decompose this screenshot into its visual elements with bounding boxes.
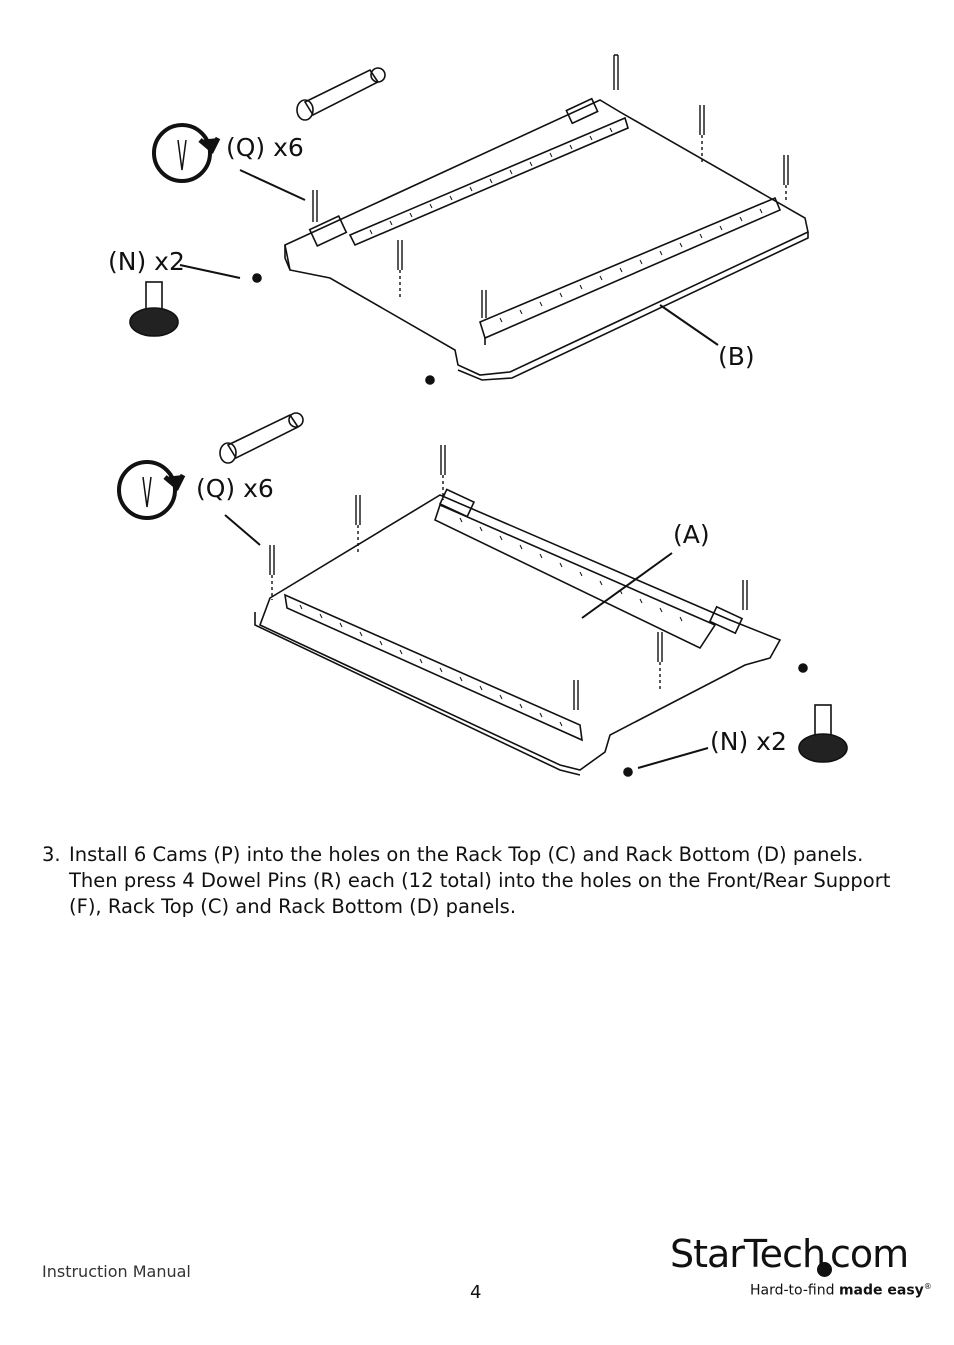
- rotation-icon-top: [152, 123, 221, 183]
- tagline-mark: ®: [923, 1282, 932, 1291]
- panel-a-label: (A): [673, 520, 710, 549]
- cam-count-label-bottom: (Q) x6: [196, 474, 274, 503]
- rotation-icon-bottom: [117, 460, 186, 520]
- panel-b-drawing: [129, 54, 809, 385]
- foot-count-label-bottom: (N) x2: [710, 727, 787, 756]
- instruction-step: 3. Install 6 Cams (P) into the holes on …: [42, 842, 922, 920]
- panel-b-label: (B): [718, 342, 755, 371]
- step-text: Install 6 Cams (P) into the holes on the…: [69, 842, 922, 920]
- step-line: (F), Rack Top (C) and Rack Bottom (D) pa…: [69, 895, 517, 918]
- foot-count-label-top: (N) x2: [108, 247, 185, 276]
- leveling-foot-top: [129, 281, 179, 337]
- step-number: 3.: [42, 843, 61, 866]
- step-line: Install 6 Cams (P) into the holes on the…: [69, 843, 864, 866]
- logo-dot: [817, 1262, 832, 1277]
- startech-logo: StarTech com Hard-to-find made easy®: [670, 1232, 932, 1302]
- tagline-bold: made easy: [838, 1282, 924, 1299]
- page-number: 4: [470, 1282, 482, 1303]
- step-line: Then press 4 Dowel Pins (R) each (12 tot…: [69, 869, 891, 892]
- doc-type-label: Instruction Manual: [42, 1262, 191, 1281]
- logo-wordmark: StarTech: [670, 1232, 826, 1276]
- tagline-regular: Hard-to-find: [750, 1282, 839, 1299]
- cam-count-label-top: (Q) x6: [226, 133, 304, 162]
- leveling-foot-bottom: [798, 704, 848, 763]
- cam-part-bottom: [219, 412, 304, 464]
- panel-a-drawing: [117, 412, 848, 777]
- cam-part-top: [296, 67, 386, 121]
- logo-domain: com: [830, 1232, 909, 1276]
- assembly-diagram: (Q) x6 (N) x2 (B) (Q) x6 (N) x2 (A): [108, 54, 848, 777]
- logo-tagline: Hard-to-find made easy®: [750, 1282, 932, 1299]
